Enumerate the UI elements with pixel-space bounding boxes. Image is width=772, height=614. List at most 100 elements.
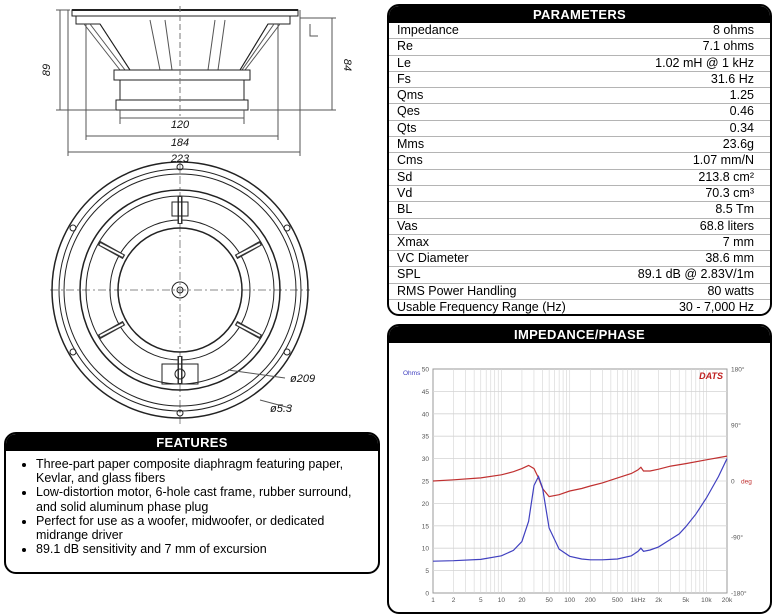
param-row: VC Diameter 38.6 mm <box>389 251 770 268</box>
left-tick-label: 25 <box>422 479 430 486</box>
left-tick-label: 20 <box>422 501 430 508</box>
param-row: Usable Frequency Range (Hz) 30 - 7,000 Hz <box>389 300 770 315</box>
phase-curve <box>432 455 728 498</box>
param-row: Le 1.02 mH @ 1 kHz <box>389 56 770 72</box>
param-value: 8 ohms <box>713 23 754 37</box>
param-value: 7.1 ohms <box>702 39 754 54</box>
param-label: Vd <box>397 185 413 200</box>
param-value: 80 watts <box>707 283 754 298</box>
right-tick-label: -90° <box>731 534 743 542</box>
param-value: 1.07 mm/N <box>692 153 754 168</box>
param-row: Re 7.1 ohms <box>389 39 770 56</box>
param-row: Cms 1.07 mm/N <box>389 153 770 170</box>
right-tick-label: 0 <box>731 479 735 486</box>
brand-logo: DATS <box>699 371 723 381</box>
param-row: Vas 68.8 liters <box>389 219 770 235</box>
param-label: Le <box>397 55 411 70</box>
parameters-title: PARAMETERS <box>389 6 770 23</box>
x-tick-label: 10k <box>701 597 712 604</box>
impedance-phase-title: IMPEDANCE/PHASE <box>389 326 770 343</box>
param-label: VC Diameter <box>397 251 469 266</box>
param-label: Re <box>397 39 413 54</box>
x-tick-label: 200 <box>585 597 596 604</box>
features-panel: FEATURES Three-part paper composite diap… <box>4 432 380 574</box>
dim-84: 84 <box>341 59 353 71</box>
x-tick-label: 20 <box>518 597 526 604</box>
dim-89: 89 <box>41 64 53 76</box>
left-unit-label: Ohms <box>403 370 421 377</box>
param-row: Sd 213.8 cm² <box>389 170 770 186</box>
param-value: 0.34 <box>729 120 754 135</box>
param-label: Fs <box>397 71 411 86</box>
param-label: Vas <box>397 218 418 233</box>
param-label: Qts <box>397 120 417 135</box>
left-tick-label: 50 <box>422 367 430 374</box>
param-row: Fs 31.6 Hz <box>389 71 770 89</box>
param-label: Impedance <box>397 23 459 37</box>
x-tick-label: 2 <box>452 597 456 604</box>
param-value: 1.02 mH @ 1 kHz <box>655 55 754 70</box>
left-tick-label: 0 <box>425 591 429 598</box>
param-value: 70.3 cm³ <box>705 185 754 200</box>
feature-item: Low-distortion motor, 6-hole cast frame,… <box>36 485 368 513</box>
param-value: 31.6 Hz <box>710 71 754 86</box>
param-label: BL <box>397 202 413 217</box>
dim-209: ø209 <box>290 373 315 385</box>
param-label: RMS Power Handling <box>397 283 517 298</box>
dim-223: 223 <box>170 153 190 165</box>
param-label: Qes <box>397 104 420 119</box>
param-value: 8.5 Tm <box>715 202 754 217</box>
param-row: Qts 0.34 <box>389 120 770 138</box>
left-tick-label: 15 <box>422 523 430 530</box>
param-value: 38.6 mm <box>705 251 754 266</box>
features-list: Three-part paper composite diaphragm fea… <box>6 457 378 556</box>
param-value: 213.8 cm² <box>698 169 754 184</box>
x-tick-label: 5 <box>479 597 483 604</box>
x-tick-label: 2k <box>655 597 663 604</box>
left-tick-label: 40 <box>422 411 430 418</box>
features-title: FEATURES <box>6 434 378 451</box>
param-row: Impedance 8 ohms <box>389 23 770 40</box>
left-tick-label: 10 <box>422 546 430 553</box>
right-tick-label: 180° <box>731 366 745 374</box>
left-tick-label: 30 <box>422 456 430 463</box>
x-tick-label: 20k <box>722 597 733 604</box>
technical-drawing: 89 84 120 184 223 ø209 ø5.3 <box>41 6 353 424</box>
feature-item: 89.1 dB sensitivity and 7 mm of excursio… <box>36 542 368 556</box>
x-tick-label: 1 <box>431 597 435 604</box>
param-value: 68.8 liters <box>699 218 754 233</box>
param-row: Vd 70.3 cm³ <box>389 185 770 203</box>
right-tick-label: 90° <box>731 422 741 430</box>
x-tick-label: 10 <box>498 597 506 604</box>
left-tick-label: 45 <box>422 389 430 396</box>
param-label: Xmax <box>397 234 429 249</box>
x-tick-label: 1kHz <box>631 597 646 604</box>
x-tick-label: 50 <box>546 597 554 604</box>
x-tick-label: 100 <box>564 597 575 604</box>
dim-120: 120 <box>171 119 190 131</box>
param-label: Cms <box>397 153 423 168</box>
param-value: 0.46 <box>729 104 754 119</box>
feature-item: Three-part paper composite diaphragm fea… <box>36 457 368 485</box>
x-tick-label: 500 <box>612 597 623 604</box>
x-tick-label: 5k <box>682 597 690 604</box>
side-view <box>56 6 336 156</box>
param-value: 30 - 7,000 Hz <box>678 300 754 315</box>
param-label: Sd <box>397 169 413 184</box>
param-value: 7 mm <box>722 234 754 249</box>
right-unit-label: deg <box>741 479 752 486</box>
dim-5-3: ø5.3 <box>270 403 293 415</box>
param-label: Qms <box>397 88 424 103</box>
front-view <box>50 160 310 424</box>
left-tick-label: 35 <box>422 434 430 441</box>
param-label: Usable Frequency Range (Hz) <box>397 300 566 315</box>
param-row: Xmax 7 mm <box>389 234 770 252</box>
param-row: RMS Power Handling 80 watts <box>389 283 770 301</box>
param-value: 23.6g <box>722 137 754 152</box>
